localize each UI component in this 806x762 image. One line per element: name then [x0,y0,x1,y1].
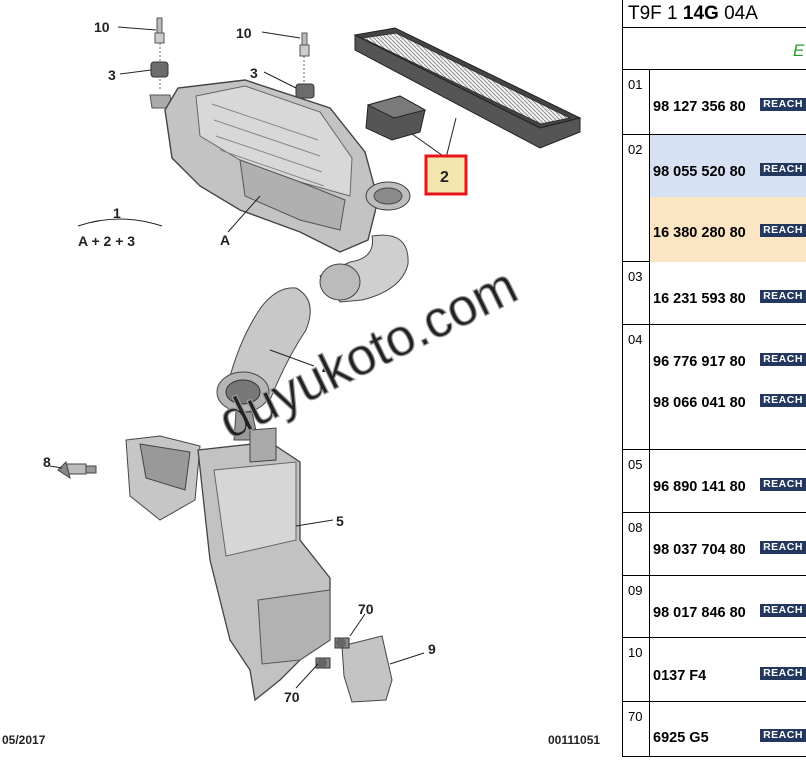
reach-badge: REACH [760,163,806,176]
part-number[interactable]: 98 127 356 80 [653,99,746,115]
title-suffix: 04A [718,3,758,24]
part-number[interactable]: 96 776 917 80 [653,354,746,370]
row-number: 03 [623,262,650,324]
reach-badge: REACH [760,604,806,617]
diagram-reference: 00111051 [548,733,601,747]
row-number: 01 [623,70,650,134]
reach-badge: REACH [760,290,806,303]
title-prefix: T9F 1 [628,3,683,24]
sensor-bolt-10-right[interactable] [299,32,310,84]
callout-70-top: 70 [358,601,374,617]
callout-10-right: 10 [236,25,252,41]
bracket-9[interactable] [341,635,393,703]
callout-10-left: 10 [94,19,110,35]
screw-70-bottom[interactable] [315,657,331,669]
row-number: 08 [623,513,650,575]
part-number[interactable]: 98 066 041 80 [653,395,746,411]
callout-9: 9 [428,641,436,657]
reach-badge: REACH [760,478,806,491]
row-number: 10 [623,638,650,701]
sensor-bolt-10-left[interactable] [154,17,165,90]
callout-8: 8 [43,454,51,470]
reach-badge: REACH [760,98,806,111]
row-number: 02 [623,135,650,261]
reach-badge: REACH [760,667,806,680]
subheader-text: E [793,41,805,60]
callout-1-composition: A + 2 + 3 [78,233,135,249]
diagram-date: 05/2017 [2,733,46,747]
row-number: 05 [623,450,650,512]
part-number[interactable]: 98 017 846 80 [653,605,746,621]
callout-4: 4 [322,361,330,377]
callout-1: 1 [113,205,121,221]
panel-subheader: E [623,29,806,70]
callout-2[interactable]: 2 [440,169,449,186]
callout-3-left: 3 [108,67,116,83]
sensor-8[interactable] [57,461,97,480]
reach-badge: REACH [760,541,806,554]
exploded-parts-diagram: 10 10 3 3 1 A + 2 + 3 A 2 4 5 8 70 70 9 … [43,17,582,705]
row-number: 70 [623,702,650,756]
part-number[interactable]: 16 380 280 80 [653,225,746,241]
grommet-3-left[interactable] [149,61,173,109]
part-number[interactable]: 0137 F4 [653,668,707,684]
row-number: 09 [623,576,650,637]
part-number[interactable]: 16 231 593 80 [653,291,746,307]
filter-element-1[interactable] [353,27,582,149]
screw-70-top[interactable] [334,637,350,649]
reach-badge: REACH [760,353,806,366]
reach-badge: REACH [760,224,806,237]
reach-badge: REACH [760,394,806,407]
callout-A: A [220,232,230,248]
row-number: 04 [623,325,650,449]
callout-2-highlight[interactable] [424,154,468,196]
air-intake-hose[interactable] [216,234,409,441]
part-number[interactable]: 98 037 704 80 [653,542,746,558]
callout-5: 5 [336,513,344,529]
callout-3-right: 3 [250,65,258,81]
title-bold: 14G [682,3,719,24]
panel-title: T9F 1 14G 04A [623,0,806,28]
foam-insert[interactable] [365,95,427,141]
callout-70-bottom: 70 [284,689,300,705]
part-number[interactable]: 6925 G5 [653,730,709,746]
part-number[interactable]: 96 890 141 80 [653,479,746,495]
air-filter-housing[interactable] [164,79,411,253]
resonator-box[interactable] [125,427,331,702]
reach-badge: REACH [760,729,806,742]
part-number[interactable]: 98 055 520 80 [653,164,746,180]
